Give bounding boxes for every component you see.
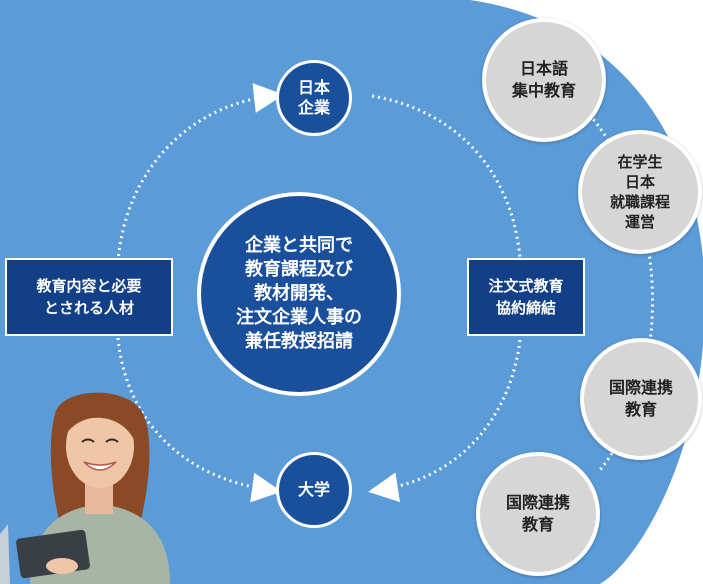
node-right-label: 注文式教育 協約締結 xyxy=(488,277,564,317)
side-circle-1-label: 日本語 集中教育 xyxy=(511,59,576,100)
node-bottom-university: 大学 xyxy=(276,452,352,528)
ring-arc-bottom-left xyxy=(116,337,282,503)
center-text: 企業と共同で 教育課程及び 教材開発、 注文企業人事の 兼任教授招請 xyxy=(236,235,362,352)
side-circle-3-label: 国際連携 教育 xyxy=(608,378,673,419)
ring-arc-bottom-right xyxy=(368,339,522,503)
node-top-label: 日本 企業 xyxy=(297,78,330,117)
node-left-label: 教育内容と必要 とされる人材 xyxy=(36,277,142,317)
smiling-student-photo xyxy=(0,392,170,584)
side-circle-2-label: 在学生 日本 就職課程 運営 xyxy=(609,153,670,231)
side-circle-2: 在学生 日本 就職課程 運営 xyxy=(578,130,702,254)
side-circle-4: 国際連携 教育 xyxy=(476,452,600,576)
ring-arc-top-right xyxy=(371,94,522,259)
ring-arc-top-left xyxy=(116,83,284,263)
side-circle-4-label: 国際連携 教育 xyxy=(505,493,570,534)
center-circle: 企業と共同で 教育課程及び 教材開発、 注文企業人事の 兼任教授招請 xyxy=(197,192,401,396)
side-circle-3: 国際連携 教育 xyxy=(580,338,702,460)
node-right-box: 注文式教育 協約締結 xyxy=(467,258,585,336)
node-left-box: 教育内容と必要 とされる人材 xyxy=(5,258,173,336)
side-circle-1: 日本語 集中教育 xyxy=(482,18,606,142)
node-bottom-label: 大学 xyxy=(297,480,330,499)
node-top-japan-company: 日本 企業 xyxy=(276,60,352,136)
